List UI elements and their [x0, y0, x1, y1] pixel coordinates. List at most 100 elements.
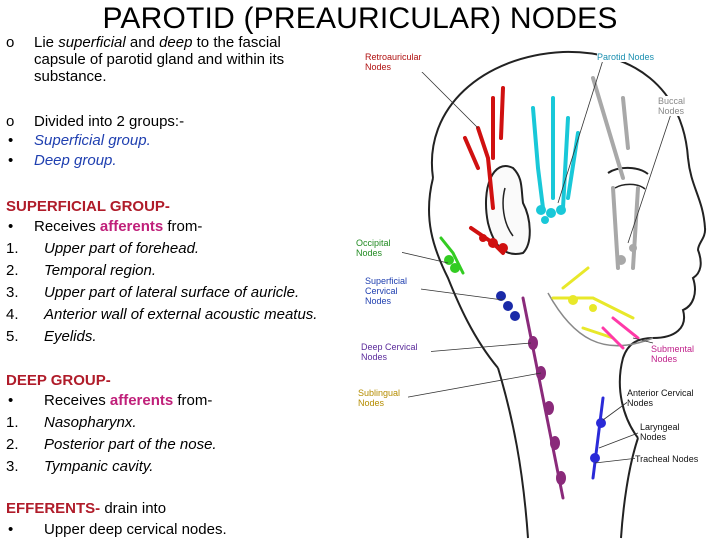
page-title: PAROTID (PREAURICULAR) NODES	[102, 2, 618, 35]
jaw-line	[547, 292, 654, 347]
deep-cervical-vessels	[521, 296, 565, 500]
parotid-node	[541, 216, 549, 224]
deep-receives: Receives afferents from-	[44, 392, 212, 409]
superficial-cervical-node-group	[496, 291, 520, 321]
label-tracheal: Tracheal Nodes	[635, 454, 715, 464]
lymph-node-diagram: Retroauricular Nodes Parotid Nodes Bucca…	[353, 38, 720, 540]
circle-bullet: o	[6, 34, 15, 51]
deep-cervical-node	[544, 401, 554, 415]
retroauricular-node	[479, 234, 487, 242]
neck-front-outline	[620, 437, 639, 539]
bullet: •	[8, 218, 14, 235]
retroauricular-vessels	[463, 86, 505, 255]
label-laryngeal: Laryngeal Nodes	[640, 422, 700, 442]
superficial-item: Eyelids.	[44, 328, 97, 345]
superficial-cervical-node	[510, 311, 520, 321]
deep-cervical-node	[528, 336, 538, 350]
tracheal-node	[596, 418, 606, 428]
list-number: 3.	[6, 458, 19, 475]
retroauricular-node-group	[479, 234, 508, 253]
bullet: •	[8, 152, 14, 169]
retroauricular-node	[488, 238, 498, 248]
intro-lie: Lie superficial and deep to the fascial …	[34, 34, 285, 85]
intro-divided: Divided into 2 groups:-	[34, 113, 185, 130]
list-number: 2.	[6, 262, 19, 279]
buccal-node-group	[616, 244, 637, 265]
bullet: •	[8, 392, 14, 409]
submandibular-vessels	[551, 266, 635, 340]
neck-back-outline	[497, 367, 529, 539]
superficial-item: Upper part of lateral surface of auricle…	[44, 284, 300, 301]
superficial-receives: Receives afferents from-	[34, 218, 202, 235]
occipital-node-group	[444, 255, 460, 273]
superficial-cervical-node	[503, 301, 513, 311]
eye	[614, 183, 646, 190]
buccal-vessels	[591, 76, 640, 270]
list-number: 1.	[6, 414, 19, 431]
label-anterior-cervical: Anterior Cervical Nodes	[627, 388, 709, 408]
ear-inner	[502, 187, 514, 237]
list-number: 3.	[6, 284, 19, 301]
submandibular-node	[568, 295, 578, 305]
label-superficial-cervical: Superficial Cervical Nodes	[365, 276, 421, 306]
tracheal-node	[590, 453, 600, 463]
deep-item: Tympanic cavity.	[44, 458, 154, 475]
parotid-node	[536, 205, 546, 215]
list-number: 2.	[6, 436, 19, 453]
receives-prefix: Receives	[44, 392, 110, 409]
efferents-text: drain into	[100, 500, 167, 517]
afferents-word: afferents	[99, 218, 164, 235]
group-item: Deep group.	[34, 152, 117, 169]
efferents-heading: EFFERENTS-	[6, 500, 101, 517]
list-number: 5.	[6, 328, 19, 345]
submandibular-node-group	[568, 295, 597, 312]
tracheal-vessels	[591, 396, 605, 480]
bullet: •	[8, 132, 14, 149]
receives-prefix: Receives	[34, 218, 100, 235]
circle-bullet: o	[6, 113, 15, 130]
list-number: 4.	[6, 306, 19, 323]
receives-suffix: from-	[173, 392, 213, 409]
superficial-item: Anterior wall of external acoustic meatu…	[44, 306, 318, 323]
submandibular-node	[589, 304, 597, 312]
receives-suffix: from-	[163, 218, 203, 235]
face-outline	[430, 50, 707, 439]
label-buccal: Buccal Nodes	[658, 96, 700, 116]
bullet: •	[8, 521, 14, 538]
afferents-word: afferents	[109, 392, 174, 409]
deep-cervical-node-group	[528, 336, 566, 485]
leader-lines	[382, 59, 674, 464]
label-retroauricular: Retroauricular Nodes	[365, 52, 435, 72]
parotid-node-group	[536, 205, 566, 224]
label-submental: Submental Nodes	[651, 344, 707, 364]
efferents-line: EFFERENTS- drain into	[6, 500, 166, 517]
intro-lie-text: Lie superficial and deep to the fascial …	[34, 34, 334, 85]
efferents-item: Upper deep cervical nodes.	[44, 521, 227, 538]
deep-cervical-node	[556, 471, 566, 485]
list-number: 1.	[6, 240, 19, 257]
buccal-node	[629, 244, 637, 252]
ear-outline	[484, 165, 531, 255]
deep-cervical-node	[550, 436, 560, 450]
deep-item: Nasopharynx.	[44, 414, 137, 431]
eyebrow	[607, 166, 649, 175]
superficial-heading: SUPERFICIAL GROUP-	[6, 198, 170, 215]
superficial-cervical-node	[496, 291, 506, 301]
parotid-node	[556, 205, 566, 215]
occipital-node	[444, 255, 454, 265]
label-parotid: Parotid Nodes	[597, 52, 669, 62]
label-deep-cervical: Deep Cervical Nodes	[361, 342, 431, 362]
superficial-item: Upper part of forehead.	[44, 240, 200, 257]
retroauricular-node	[498, 243, 508, 253]
group-item: Superficial group.	[34, 132, 151, 149]
label-sublingual: Sublingual Nodes	[358, 388, 408, 408]
label-occipital: Occipital Nodes	[356, 238, 402, 258]
parotid-node	[546, 208, 556, 218]
back-head-outline	[427, 177, 499, 369]
tracheal-node-group	[590, 418, 606, 463]
deep-item: Posterior part of the nose.	[44, 436, 217, 453]
head-neck-illustration	[382, 50, 707, 539]
buccal-node	[616, 255, 626, 265]
superficial-item: Temporal region.	[44, 262, 157, 279]
parotid-vessels	[531, 96, 580, 210]
